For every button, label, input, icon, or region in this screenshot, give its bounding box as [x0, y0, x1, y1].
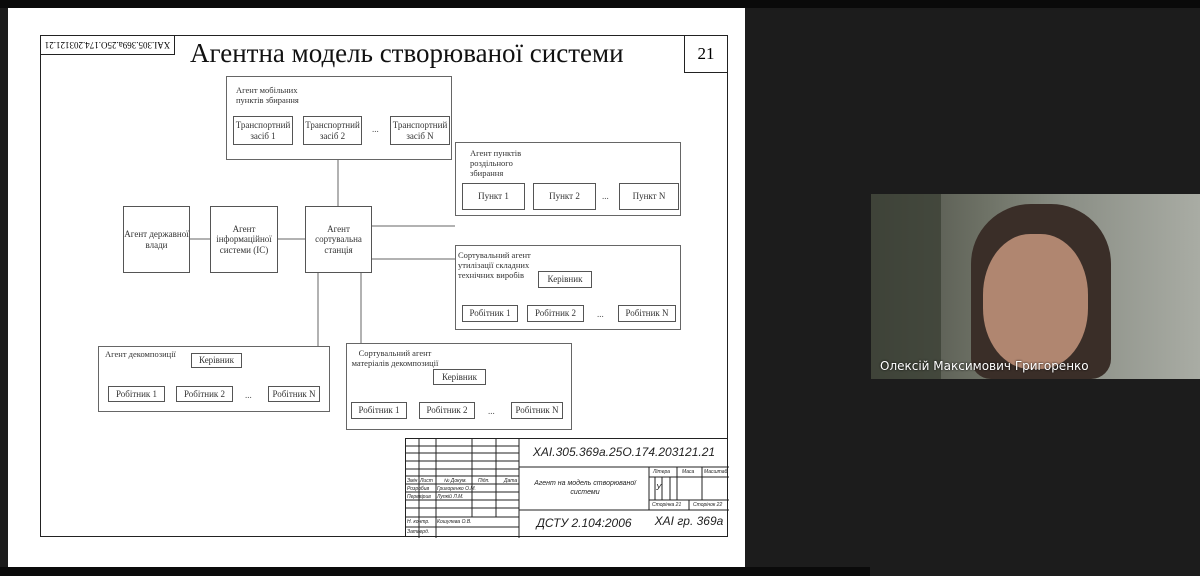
node-worker-n: Робітник N	[268, 386, 320, 402]
drawing-title-block: Змін Лист № Докум. Підп. Дата Розробив Г…	[405, 438, 729, 538]
role-norm-control: Н. контр.	[407, 519, 430, 525]
name-norm-control: Кошулева О.В.	[437, 519, 472, 525]
node-worker-n: Робітник N	[618, 305, 676, 322]
node-worker-1: Робітник 1	[351, 402, 407, 419]
header-signature: Підп.	[478, 478, 490, 484]
ellipsis: ...	[602, 191, 609, 201]
node-sorting-station: Агент сортувальна станція	[305, 206, 372, 273]
role-approved: Затверд.	[407, 529, 430, 535]
header-change: Змін	[407, 478, 418, 484]
node-vehicle-1: Транспортний засіб 1	[233, 116, 293, 145]
node-vehicle-n: Транспортний засіб N	[390, 116, 450, 145]
litera-value: У	[656, 483, 662, 492]
page-number: 21	[684, 35, 728, 73]
header-date: Дата	[504, 478, 518, 484]
node-worker-1: Робітник 1	[462, 305, 518, 322]
node-point-2: Пункт 2	[533, 183, 596, 210]
document-title: Агент на модель створюваної системи	[534, 480, 636, 497]
sheet-count: Сторінок 22	[693, 502, 723, 508]
node-government-agent: Агент державної влади	[123, 206, 190, 273]
node-worker-n: Робітник N	[511, 402, 563, 419]
scale-label: Масштаб	[704, 469, 728, 475]
node-worker-2: Робітник 2	[176, 386, 233, 402]
group-label: Агент мобільних пунктів збирання	[236, 85, 299, 106]
ellipsis: ...	[245, 390, 252, 400]
litera-label: Літера	[653, 469, 671, 475]
role-developed: Розробив	[407, 486, 430, 492]
ellipsis: ...	[488, 406, 495, 416]
role-checked: Перевірив	[407, 494, 431, 500]
mass-label: Маса	[682, 469, 695, 475]
plant-background	[871, 194, 941, 379]
ellipsis: ...	[372, 124, 379, 134]
group-label: Агент декомпозиції	[105, 349, 176, 359]
participant-video[interactable]	[871, 194, 1200, 379]
ellipsis: ...	[597, 309, 604, 319]
node-vehicle-2: Транспортний засіб 2	[303, 116, 362, 145]
header-doc-number: № Докум.	[444, 478, 467, 484]
name-developer: Григоренко О.М.	[437, 486, 476, 492]
node-manager: Керівник	[538, 271, 592, 288]
group-label: Сортувальний агент матеріалів декомпозиц…	[351, 348, 439, 369]
node-info-system-agent: Агент інформаційної системи (ІС)	[210, 206, 278, 273]
top-bar	[0, 0, 1200, 8]
sheet-number: Сторінка 21	[652, 502, 682, 508]
node-worker-2: Робітник 2	[527, 305, 584, 322]
bottom-bar	[0, 567, 870, 576]
slide-title: Агентна модель створюваної системи	[190, 38, 624, 68]
group-label: Сортувальний агент утилізації складних т…	[458, 250, 531, 281]
group-label: Агент пунктів роздільного збирання	[470, 148, 522, 179]
node-manager: Керівник	[433, 369, 486, 385]
node-point-1: Пункт 1	[462, 183, 525, 210]
node-worker-2: Робітник 2	[419, 402, 475, 419]
slide-frame	[40, 35, 728, 537]
node-manager: Керівник	[191, 353, 242, 368]
participant-face	[983, 234, 1088, 369]
group-code: ХАІ гр. 369а	[654, 514, 724, 528]
header-sheet: Лист	[420, 478, 433, 484]
standard: ДСТУ 2.104:2006	[536, 516, 632, 530]
node-point-n: Пункт N	[619, 183, 679, 210]
name-checker: Лупкій Л.М.	[437, 494, 464, 500]
participant-name: Олексій Максимович Григоренко	[880, 359, 1089, 373]
node-worker-1: Робітник 1	[108, 386, 165, 402]
document-code: ХАІ.305.369а.25О.174.203121.21	[532, 445, 716, 459]
